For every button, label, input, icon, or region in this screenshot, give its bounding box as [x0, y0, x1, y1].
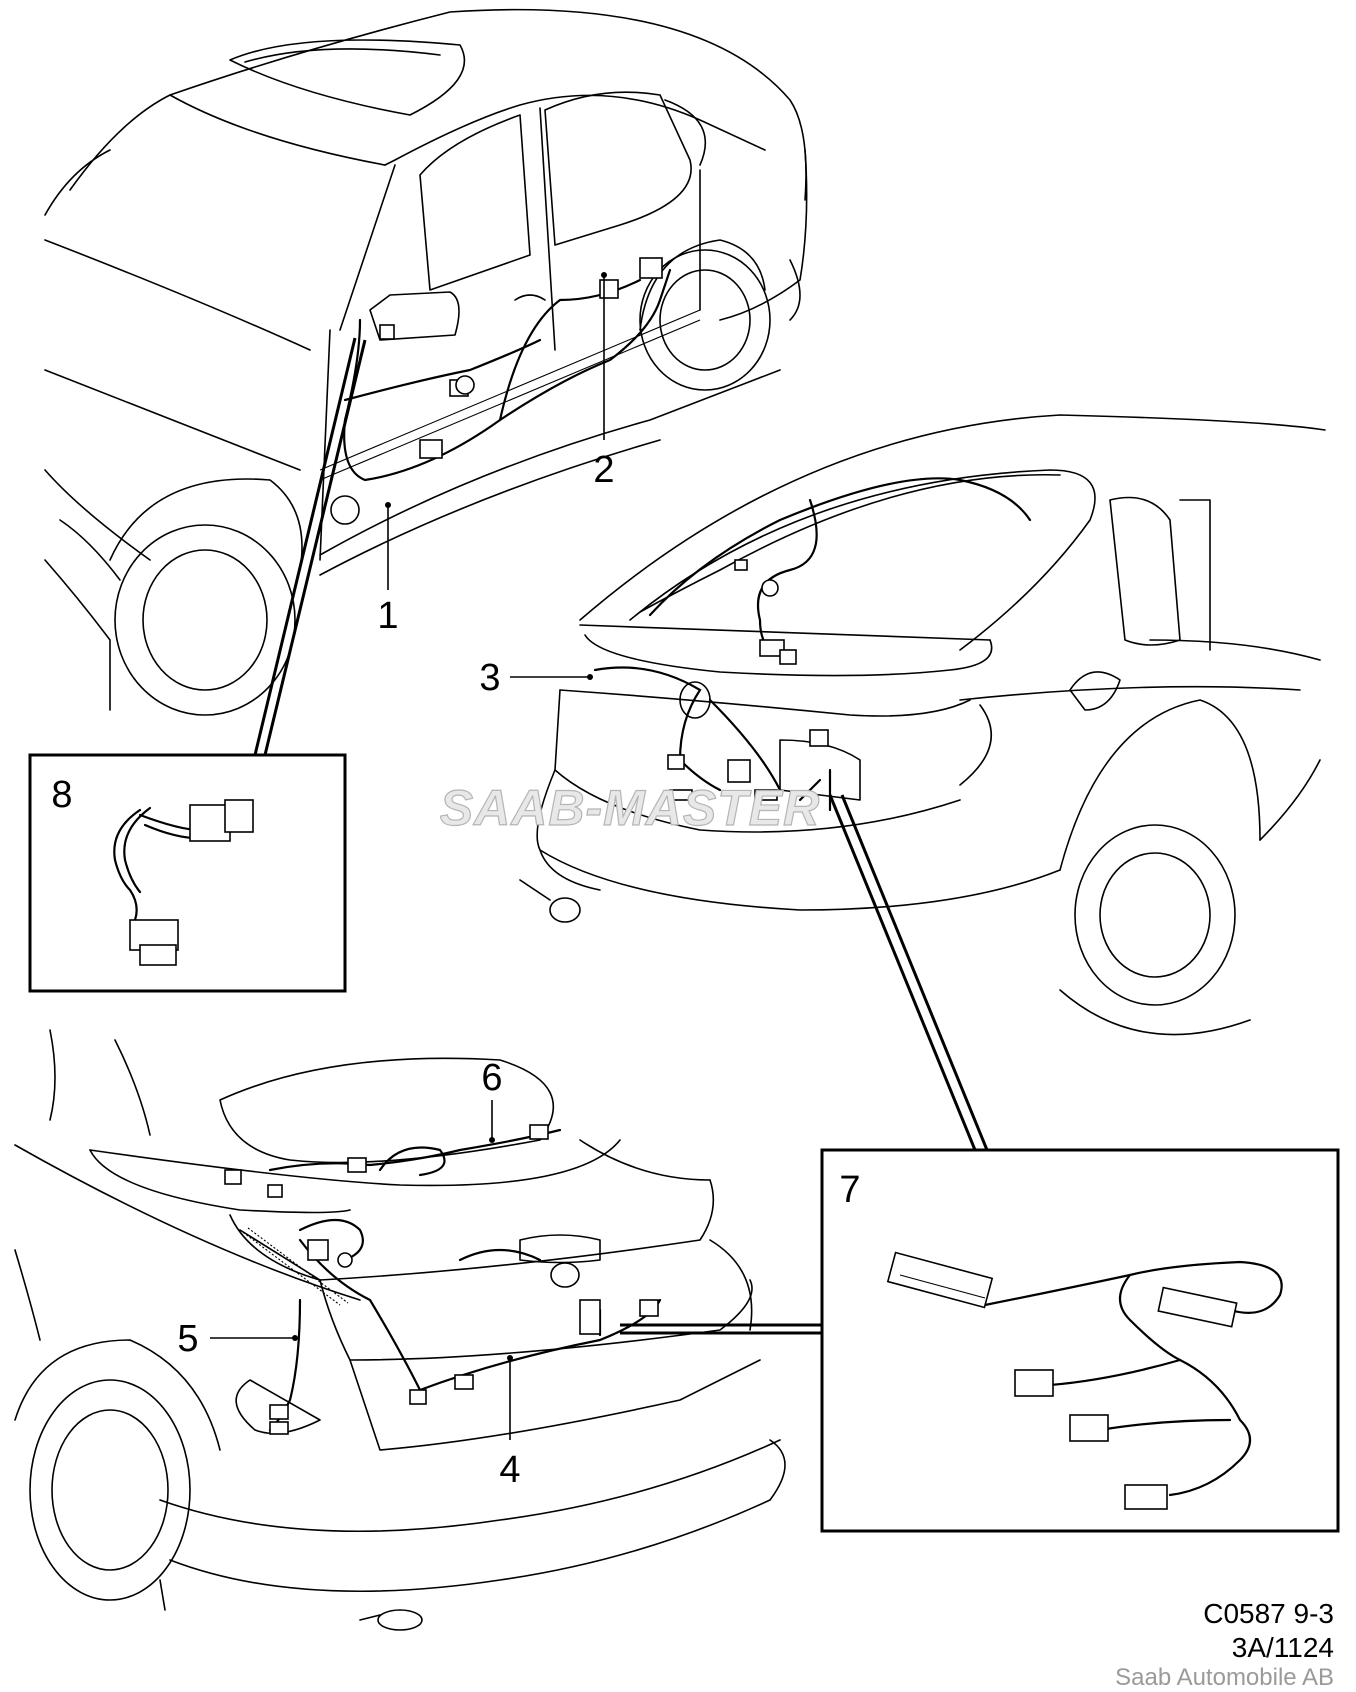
callout-5: 5 [177, 1318, 198, 1360]
detail-box-7 [820, 1148, 1340, 1533]
figure-reference-code: C0587 9-3 [1203, 1598, 1334, 1629]
callout-1: 1 [377, 595, 398, 637]
callout-3: 3 [479, 657, 500, 699]
callout-2: 2 [593, 449, 614, 491]
callout-8: 8 [51, 774, 72, 816]
car-rear-open-view [14, 1029, 822, 1631]
leader-7b [840, 794, 989, 1151]
car-rear-view [510, 414, 1326, 1036]
callout-6: 6 [481, 1057, 502, 1099]
callout-4: 4 [499, 1449, 520, 1491]
detail-box-8 [28, 753, 347, 993]
leader-8 [263, 339, 367, 756]
leader-7 [828, 794, 977, 1151]
watermark: SAAB-MASTER [440, 780, 820, 836]
car-side-view [44, 8, 808, 716]
figure-reference-number: 3A/1124 [1231, 1632, 1334, 1663]
callout-7: 7 [839, 1169, 860, 1211]
manufacturer-credit: Saab Automobile AB [1115, 1664, 1334, 1691]
leader-8b [253, 337, 357, 756]
